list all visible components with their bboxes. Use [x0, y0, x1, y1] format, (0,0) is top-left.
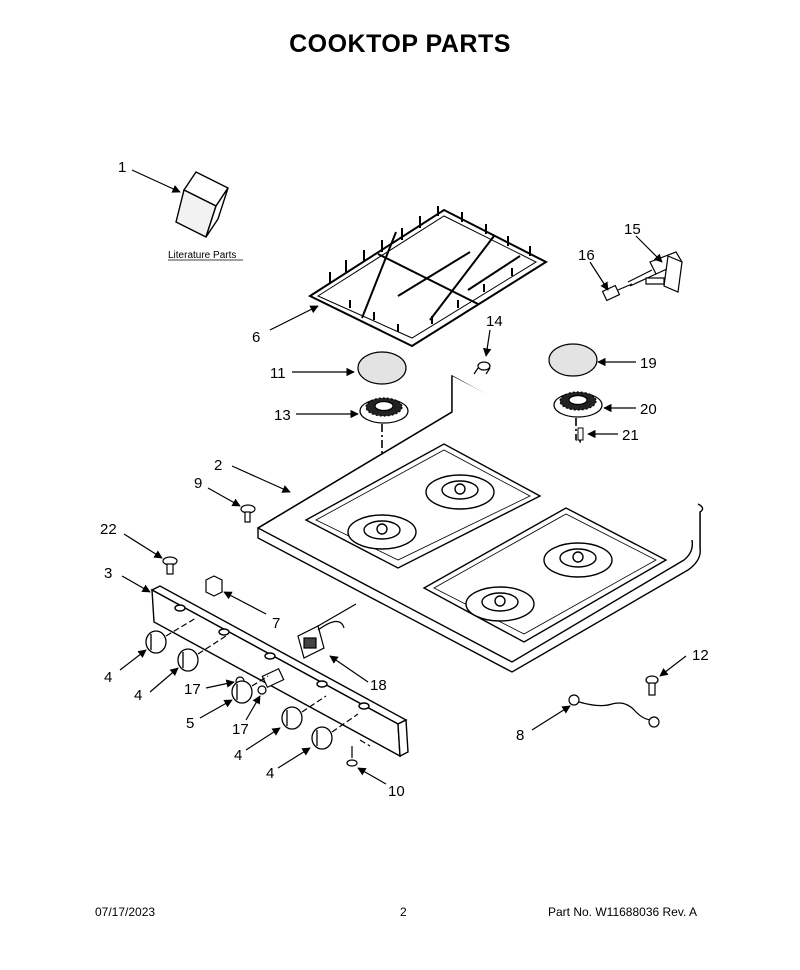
footer-page-number: 2: [400, 905, 407, 919]
callout-9: 9: [194, 475, 202, 492]
callout-11: 11: [270, 365, 286, 382]
page-title: COOKTOP PARTS: [289, 30, 511, 58]
callout-22: 22: [100, 521, 117, 538]
callout-4-c: 4: [234, 747, 242, 764]
callout-18: 18: [370, 677, 387, 694]
callout-4-b: 4: [134, 687, 142, 704]
callout-20: 20: [640, 401, 657, 418]
callout-14: 14: [486, 313, 503, 330]
knob-1: [145, 630, 167, 654]
knob-3: [231, 680, 253, 704]
callout-5: 5: [186, 715, 194, 732]
knob-4: [281, 706, 303, 730]
literature-parts-label: Literature Parts: [168, 250, 236, 261]
callout-1: 1: [118, 159, 126, 176]
control-knobs: [145, 630, 333, 750]
callout-6: 6: [252, 329, 260, 346]
callout-17-a: 17: [184, 681, 201, 698]
callout-8: 8: [516, 727, 524, 744]
knob-2: [177, 648, 199, 672]
literature-booklet: [175, 171, 230, 238]
callout-4-d: 4: [266, 765, 274, 782]
callout-21: 21: [622, 427, 639, 444]
igniter-bracket: [601, 251, 683, 302]
callout-19: 19: [640, 355, 657, 372]
burner-cap-right: [548, 343, 598, 377]
callout-labels: 1 6 15 16 14 11 19 13 20 21 2 9 22 3 7 4…: [100, 159, 709, 800]
callout-17-b: 17: [232, 721, 249, 738]
footer-date: 07/17/2023: [95, 905, 156, 919]
footer-part-number: Part No. W11688036 Rev. A: [548, 905, 697, 919]
callout-10: 10: [388, 783, 405, 800]
callout-4-a: 4: [104, 669, 112, 686]
callout-3: 3: [104, 565, 112, 582]
burner-grate: [307, 206, 549, 348]
knob-5: [311, 726, 333, 750]
burner-cap-left: [357, 351, 407, 385]
burner-head-right: [553, 391, 603, 418]
igniter-electrode: [577, 427, 584, 441]
ground-wire: [568, 694, 660, 728]
spark-module: [297, 603, 357, 659]
shoulder-screw: [473, 361, 491, 375]
burner-head-left: [359, 397, 409, 424]
callout-12: 12: [692, 647, 709, 664]
ground-screw: [645, 675, 659, 696]
callout-7: 7: [272, 615, 280, 632]
callout-2: 2: [214, 457, 222, 474]
bracket-screw: [346, 746, 358, 767]
manifold-screw: [162, 556, 178, 575]
callout-15: 15: [624, 221, 641, 238]
cooktop-screw: [240, 504, 256, 523]
callout-13: 13: [274, 407, 291, 424]
panel-clip: [205, 575, 223, 597]
cooktop-surface: [256, 374, 704, 673]
callout-16: 16: [578, 247, 595, 264]
